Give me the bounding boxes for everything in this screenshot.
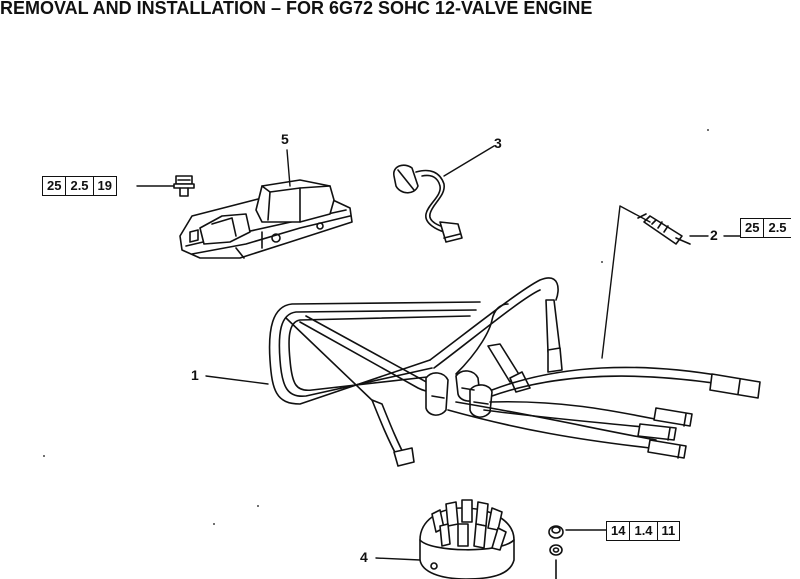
coil-bolt	[173, 175, 195, 197]
callout-2: 2	[710, 227, 718, 243]
distributor-nut	[548, 525, 564, 579]
callout-3: 3	[494, 135, 502, 151]
coil-cable	[393, 164, 463, 243]
scan-specks	[43, 129, 709, 525]
distributor-cap	[419, 499, 515, 579]
torque-spec-coil-bolt: 25 2.5 19	[42, 176, 118, 196]
torque-spec-distributor-nut: 14 1.4 11	[606, 521, 681, 541]
torque-kgm: 2.5	[768, 220, 787, 235]
callout-5: 5	[281, 131, 289, 147]
torque-ftlb: 11	[661, 523, 676, 538]
callout-4: 4	[360, 549, 368, 565]
torque-ftlb: 19	[97, 178, 113, 193]
torque-nm: 14	[607, 522, 631, 540]
callout-1: 1	[191, 367, 199, 383]
torque-nm: 25	[43, 177, 67, 195]
ignition-coil	[179, 179, 353, 259]
leader-line-1	[205, 375, 269, 385]
leader-line-4	[375, 557, 421, 561]
torque-kgm: 1.4	[630, 522, 658, 540]
torque-kgm: 2.5	[66, 177, 94, 195]
leader-line-3	[443, 145, 495, 177]
torque-nm: 25	[741, 219, 765, 237]
leader-line-5	[286, 149, 291, 187]
indicator-line	[601, 205, 651, 359]
torque-spec-spark-plug: 25 2.5	[740, 218, 791, 238]
spark-plug-cables	[268, 277, 761, 467]
page-title: REMOVAL AND INSTALLATION – FOR 6G72 SOHC…	[0, 0, 593, 18]
spark-plug	[637, 213, 691, 245]
